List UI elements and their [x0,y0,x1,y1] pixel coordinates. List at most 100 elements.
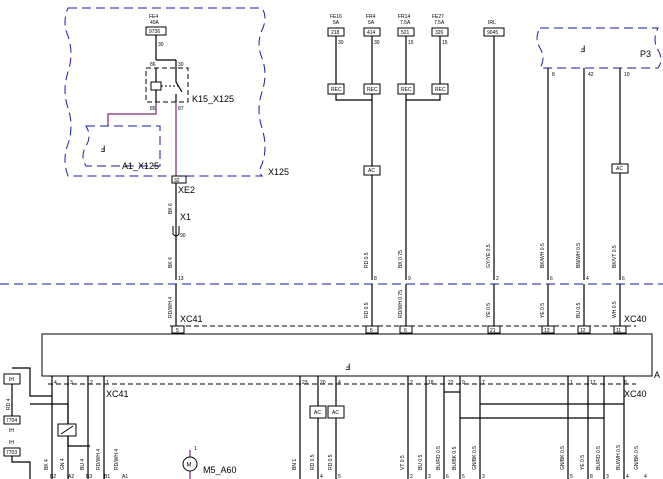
svg-text:YE 0.5: YE 0.5 [580,455,586,470]
wire-bk4: BK 4 [168,257,174,268]
xc41-label-lower: XC41 [106,389,129,399]
svg-text:BN 1: BN 1 [292,459,298,470]
svg-text:17: 17 [590,380,596,386]
svg-text:RD 0.5: RD 0.5 [310,454,316,470]
svg-text:1: 1 [194,446,197,452]
svg-text:4: 4 [644,474,647,479]
svg-text:6: 6 [404,328,407,334]
svg-text:BK/WH 0.5: BK/WH 0.5 [540,243,546,268]
p3-module [536,27,662,69]
svg-text:4: 4 [320,474,323,479]
a1-module-symbol: Ⅎ [100,144,105,154]
wire-bk6: BK 6 [168,203,174,214]
svg-text:GY/YE 0.5: GY/YE 0.5 [486,244,492,268]
relay-pin-87: 87 [178,106,184,112]
code-7704 [3,415,21,425]
ac-box-lower-1 [309,405,327,419]
svg-text:4: 4 [626,474,629,479]
svg-text:9045: 9045 [487,30,498,36]
svg-text:5: 5 [462,474,465,479]
svg-text:FR4: FR4 [366,14,376,20]
svg-text:4: 4 [54,380,57,386]
fuse-irl: IRL 9045 [483,20,505,37]
svg-text:A2: A2 [68,474,74,479]
k15-label: K15_X125 [192,94,234,104]
svg-text:7703: 7703 [6,450,17,456]
svg-text:5: 5 [338,474,341,479]
svg-text:BU/WH 0.5: BU/WH 0.5 [616,445,622,470]
svg-text:326: 326 [435,30,444,36]
svg-text:AC: AC [332,410,339,416]
xc40-label-lower: XC40 [624,389,647,399]
svg-text:AC: AC [368,168,375,174]
svg-text:REC: REC [331,87,342,93]
svg-text:9: 9 [462,380,465,386]
motor-symbol: M [187,463,192,469]
svg-text:30: 30 [374,40,380,46]
svg-text:2: 2 [496,276,499,282]
x1-label: X1 [180,212,191,222]
k15-relay-box [145,67,189,103]
svg-text:5: 5 [176,328,179,334]
svg-text:RD 4: RD 4 [6,398,12,410]
svg-text:BK 4: BK 4 [44,459,50,470]
svg-text:AC: AC [616,166,623,172]
svg-text:B2: B2 [50,474,56,479]
fuse-fe4-rating: 40A [150,20,160,26]
p3-symbol: Ⅎ [580,44,585,54]
xe2-pin: 32 [174,178,180,184]
svg-text:30: 30 [338,40,344,46]
motor-m5 [182,456,198,472]
svg-text:521: 521 [401,30,410,36]
x1-pin: 90 [180,233,186,239]
svg-text:4: 4 [338,380,341,386]
svg-text:22: 22 [448,380,454,386]
fuse-fe4-pin: 30 [158,42,164,48]
svg-text:3: 3 [428,474,431,479]
svg-text:BU/BK 0.5: BU/BK 0.5 [452,446,458,470]
svg-text:7: 7 [482,380,485,386]
svg-text:2: 2 [410,474,413,479]
svg-text:3: 3 [70,380,73,386]
svg-text:3: 3 [482,474,485,479]
relay-coil [150,81,162,91]
svg-text:GN 4: GN 4 [60,458,66,470]
xe2-connector [171,175,187,184]
svg-text:FE27: FE27 [432,14,444,20]
relay-pin-86: 86 [150,62,156,68]
svg-text:13: 13 [178,276,184,282]
svg-text:RD/WH 4: RD/WH 4 [168,297,174,318]
module-a [41,333,653,377]
svg-text:VT 0.5: VT 0.5 [400,455,406,470]
svg-text:13: 13 [544,328,550,334]
svg-text:REC: REC [367,87,378,93]
svg-text:GN/BK 0.5: GN/BK 0.5 [472,446,478,470]
svg-text:2: 2 [90,380,93,386]
svg-text:IH: IH [9,440,14,446]
ac-box-lower-2 [327,405,345,419]
svg-text:YE 0.5: YE 0.5 [540,303,546,318]
svg-text:YE 0.5: YE 0.5 [486,303,492,318]
svg-text:IH: IH [9,377,14,383]
svg-text:FR14: FR14 [398,14,410,20]
svg-text:7.5A: 7.5A [434,20,445,26]
svg-text:BU 4: BU 4 [80,459,86,470]
svg-text:23: 23 [302,380,308,386]
x125-boundary [64,7,266,177]
p3-label: P3 [640,49,651,59]
svg-text:8: 8 [624,380,627,386]
svg-text:20: 20 [320,380,326,386]
svg-text:BU 0.5: BU 0.5 [576,302,582,318]
svg-text:8: 8 [590,474,593,479]
svg-text:A1: A1 [122,474,128,479]
svg-text:15: 15 [442,40,448,46]
svg-text:15: 15 [408,40,414,46]
svg-text:10: 10 [624,72,630,78]
svg-text:RD/WH 0.75: RD/WH 0.75 [398,290,404,318]
svg-text:1: 1 [570,380,573,386]
x1-connector [172,226,180,237]
svg-text:AC: AC [314,410,321,416]
svg-text:5A: 5A [333,20,340,26]
svg-text:218: 218 [331,30,340,36]
